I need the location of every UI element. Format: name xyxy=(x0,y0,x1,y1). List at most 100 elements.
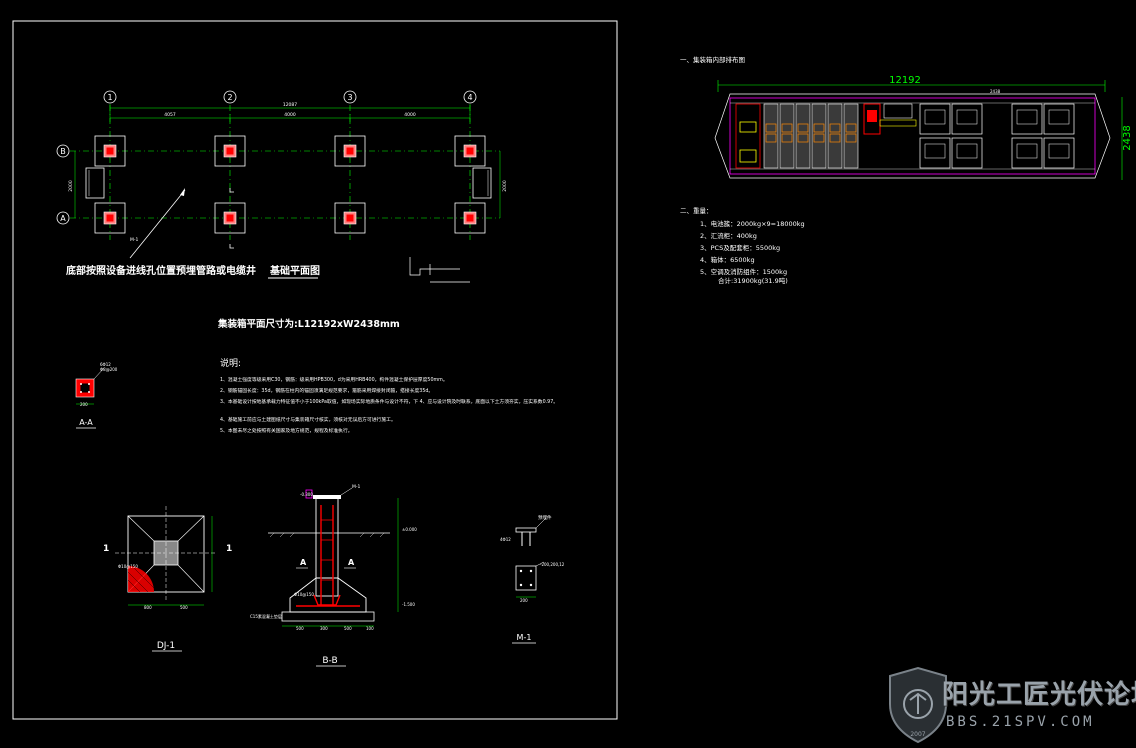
pcs-cabinet xyxy=(951,103,983,135)
right-heading-1: 一、集装箱内部排布图 xyxy=(680,55,745,64)
plan-note: 底部按照设备进线孔位置预埋管路或电缆井 xyxy=(66,264,256,277)
footing xyxy=(94,135,126,167)
axis-label-2: 2 xyxy=(227,93,232,102)
watermark-url: BBS.21SPV.COM xyxy=(946,714,1095,730)
plan-title: 基础平面图 xyxy=(269,264,320,277)
plan-leader xyxy=(129,189,186,259)
m1-bars: 4Φ12 xyxy=(500,537,511,542)
pcs-cabinet xyxy=(1043,103,1075,135)
notes-block: 说明: 1、混凝土强度等级采用C30，钢筋：级采用HPB300，d为采用HRB4… xyxy=(220,357,558,434)
watermark-year: 2007 xyxy=(910,731,925,738)
battery-rack xyxy=(779,103,795,169)
right-heading-2: 二、重量： xyxy=(680,207,713,215)
footing xyxy=(214,135,246,167)
battery-rack xyxy=(763,103,779,169)
weight-total: 合计:31900kg(31.9吨) xyxy=(718,276,788,285)
pcs-cabinets xyxy=(919,103,1075,169)
dj-section-right: 1 xyxy=(226,544,232,554)
footing-detail-dj1: 1 1 Φ10@150 800 500 DJ-1 xyxy=(103,506,232,652)
pcs-cabinet xyxy=(1011,103,1043,135)
aa-label: A-A xyxy=(79,418,93,427)
axis-marker-2 xyxy=(223,90,237,104)
bb-dim-1: 500 xyxy=(296,626,304,631)
aa-dim: 200 xyxy=(80,402,88,407)
cable-trench-right xyxy=(472,167,492,199)
bb-elev-2: -1.500 xyxy=(402,602,415,607)
bb-rebar: Φ10@150 xyxy=(294,592,314,597)
note-item-1: 1、混凝土强度等级采用C30，钢筋：级采用HPB300，d为采用HRB400，构… xyxy=(220,376,448,383)
dj-label: DJ-1 xyxy=(157,641,175,651)
notes-heading: 说明: xyxy=(220,357,241,369)
weight-item-1: 1、电池簇：2000kg×9=18000kg xyxy=(700,219,805,228)
weight-item-3: 3、PCS及配套柜：5500kg xyxy=(700,243,780,252)
dj-dim-1: 800 xyxy=(144,605,152,610)
axis-marker-3 xyxy=(343,90,357,104)
weight-item-4: 4、箱体：6500kg xyxy=(700,255,755,264)
m1-dim: 200 xyxy=(520,598,528,603)
plan-side-dim: 2000 xyxy=(68,180,74,192)
note-item-4: 4、基础施工前应与土建图纸尺寸与集装箱尺寸核实，须核对无误后方可进行施工。 xyxy=(220,416,396,423)
footing xyxy=(94,202,126,234)
pcs-cabinet xyxy=(1011,137,1043,169)
bb-dim-3: 500 xyxy=(344,626,352,631)
bb-tag-m1: M-1 xyxy=(352,484,361,490)
bb-tag-a-left: A xyxy=(300,558,307,567)
scale-symbol xyxy=(409,257,470,283)
drawing-frame xyxy=(12,20,618,720)
pcs-cabinet xyxy=(919,137,951,169)
battery-rack xyxy=(843,103,859,169)
plan-span-2: 4000 xyxy=(284,112,296,118)
axis-label-4: 4 xyxy=(467,93,472,102)
embed-detail-m1: 预埋件 4Φ12 -200,200,12 200 M-1 xyxy=(500,514,565,644)
plan-side-dim-right: 2000 xyxy=(502,180,508,192)
cable-trench-left xyxy=(85,167,105,199)
container-top-dim: 2438 xyxy=(990,89,1001,94)
pcs-cabinet xyxy=(1043,137,1075,169)
axis-marker-4 xyxy=(463,90,477,104)
plan-span-1: 4057 xyxy=(164,112,176,118)
note-item-2: 2、钢筋锚固长度：35d，钢筋在柱内的锚固须满足规范要求，箍筋采用焊接封闭箍，搭… xyxy=(220,387,433,394)
footings xyxy=(94,135,486,234)
section-a-a: 6Φ12 Φ8@200 200 A-A xyxy=(75,362,118,429)
aa-rebar-main: 6Φ12 xyxy=(100,362,111,367)
m1-plate: -200,200,12 xyxy=(540,562,565,567)
plan-leader-tag: M-1 xyxy=(130,237,139,243)
bb-dim-2: 300 xyxy=(320,626,328,631)
plan-dimensions xyxy=(74,104,501,218)
axis-label-A: A xyxy=(60,214,66,223)
footing xyxy=(334,202,366,234)
container-length: 12192 xyxy=(889,75,921,86)
bb-dim-4: 100 xyxy=(366,626,374,631)
weight-item-2: 2、汇流柜：400kg xyxy=(700,231,757,240)
axis-label-1: 1 xyxy=(107,93,112,102)
axis-marker-B xyxy=(56,144,70,158)
footing xyxy=(454,202,486,234)
bb-elev-1: -0.300 xyxy=(300,492,313,497)
section-b-b: M-1 A A Φ10@150 C15素混凝土垫层 ±0.000 -0.300 … xyxy=(250,484,417,667)
m1-tag: 预埋件 xyxy=(538,514,552,521)
axis-label-3: 3 xyxy=(347,93,352,102)
battery-rack xyxy=(795,103,811,169)
grid-axes xyxy=(70,105,500,240)
aa-rebar-tie: Φ8@200 xyxy=(100,367,118,372)
forum-watermark: 阳光工匠光伏论坛 BBS.21SPV.COM xyxy=(884,670,1136,746)
footing xyxy=(334,135,366,167)
watermark-shield-icon: 2007 xyxy=(889,666,947,744)
dj-rebar: Φ10@150 xyxy=(118,564,138,569)
foundation-plan: 1 2 3 4 B A 12087 4057 4000 4000 2000 20… xyxy=(56,90,508,330)
dj-section-left: 1 xyxy=(103,544,109,554)
pcs-cabinet xyxy=(951,137,983,169)
weights-block: 二、重量： 1、电池簇：2000kg×9=18000kg 2、汇流柜：400kg… xyxy=(680,207,805,285)
plan-span-3: 4000 xyxy=(404,112,416,118)
axis-marker-A xyxy=(56,211,70,225)
note-item-5: 5、本图未尽之处按照有关国家及地方规范，规程及标准执行。 xyxy=(220,427,353,434)
container-layout: 一、集装箱内部排布图 12192 2438 2438 xyxy=(680,55,1133,180)
bb-tag-a-right: A xyxy=(348,558,355,567)
battery-rack xyxy=(827,103,843,169)
plan-total-dim: 12087 xyxy=(283,102,297,108)
bb-label: B-B xyxy=(322,656,337,666)
note-item-3: 3、本基础设计按地基承载力特征值不小于100kPa取值，如现场实际地质条件与设计… xyxy=(220,398,558,405)
footing xyxy=(454,135,486,167)
pcs-cabinet xyxy=(919,103,951,135)
